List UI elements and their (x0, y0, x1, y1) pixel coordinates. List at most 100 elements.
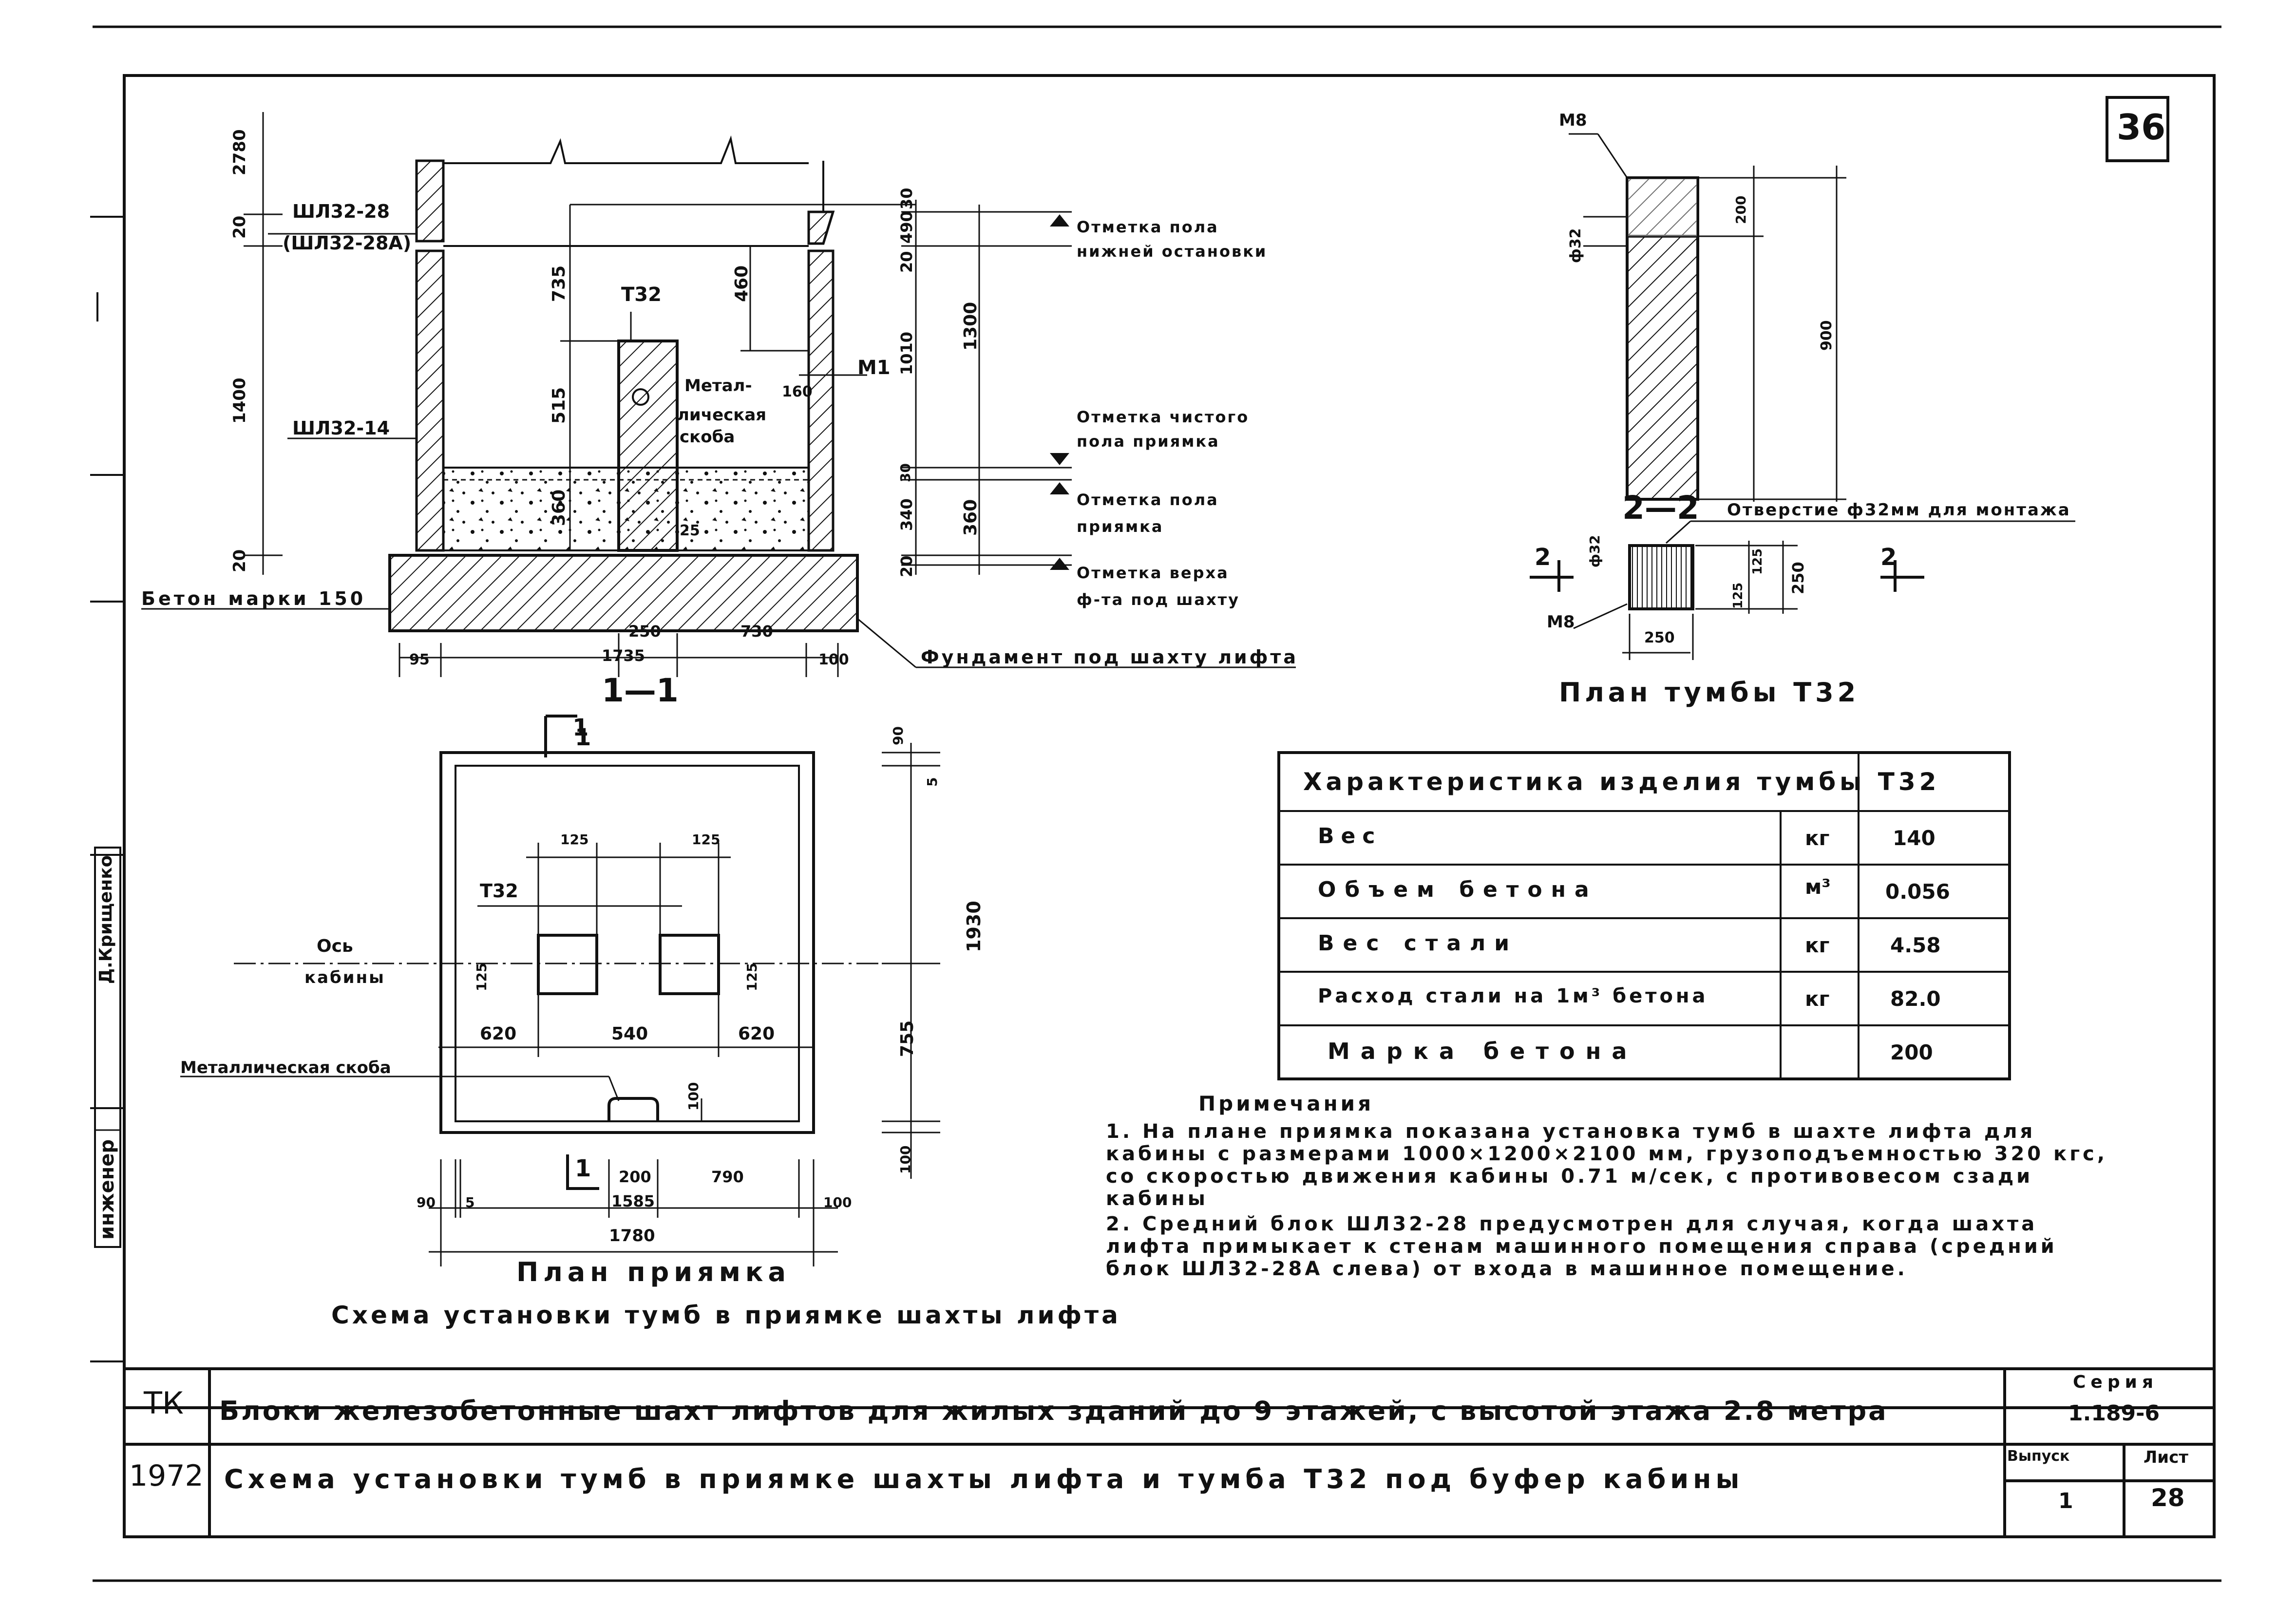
sheet-value: 28 (2151, 1484, 2185, 1512)
pit-dim-b-100: 100 (823, 1194, 852, 1210)
drawing-frame (123, 74, 2216, 1538)
dim-b-250: 250 (628, 622, 661, 641)
label-concrete-grade: Бетон марки 150 (141, 588, 366, 609)
dim-r-360: 360 (961, 499, 981, 536)
level-mark-2-line2: пола приямка (1077, 432, 1220, 451)
level-mark-4-line1: Отметка верха (1077, 564, 1229, 582)
dim-515: 515 (549, 387, 569, 424)
dim-360-inner: 360 (549, 489, 569, 526)
level-mark-2-line1: Отметка чистого (1077, 408, 1250, 426)
pit-plan-caption: Схема установки тумб в приямке шахты лиф… (331, 1301, 1121, 1329)
dim-b-730: 730 (740, 622, 773, 641)
pit-marker-bottom: 1 (575, 1155, 591, 1182)
section-1-1-title: 1—1 (602, 672, 679, 709)
label-pedestal-t32: Т32 (621, 283, 662, 306)
level-mark-1-line1: Отметка пола (1077, 218, 1219, 236)
pit-dim-125-b: 125 (692, 831, 721, 848)
label-block-upper-alt: (ШЛ32-28А) (283, 232, 412, 254)
pedestal-plan-title: План тумбы Т32 (1559, 677, 1860, 708)
label-m1: М1 (857, 357, 891, 379)
title-block-frame (124, 1367, 2214, 1537)
characteristics-table-frame (1277, 751, 2011, 1080)
title-year: 1972 (129, 1459, 204, 1493)
table-header: Характеристика изделия тумбы Т32 (1303, 768, 1940, 796)
series-label: Серия (2073, 1372, 2158, 1392)
dim-r-30b: 30 (897, 463, 913, 482)
pit-dim-b-5: 5 (465, 1194, 475, 1210)
hole-note: Отверстие ф32мм для монтажа (1727, 500, 2071, 520)
dim-b-100: 100 (818, 651, 849, 668)
section-marker-top: 1 (572, 714, 589, 741)
dim-r-1300: 1300 (961, 302, 981, 351)
pedestal-phi32: ф32 (1567, 228, 1584, 263)
dim-b-1735: 1735 (602, 646, 645, 665)
pit-dim-100-bracket: 100 (685, 1082, 702, 1111)
table-row-4-unit: кг (1805, 987, 1830, 1011)
level-mark-3-line1: Отметка пола (1077, 491, 1219, 509)
label-metal-bracket-3: скоба (680, 427, 735, 447)
note-2: 2. Средний блок ШЛ32-28 предусмотрен для… (1106, 1213, 2057, 1280)
dim-b-95: 95 (409, 651, 430, 668)
stamp-role: инженер (96, 1139, 118, 1240)
pit-dim-b-1780: 1780 (609, 1226, 655, 1246)
pit-plan (180, 743, 940, 1266)
pit-dim-r-755: 755 (897, 1020, 917, 1057)
dim-r-1010: 1010 (897, 331, 916, 375)
dim-20-bottom: 20 (230, 549, 249, 572)
label-foundation: Фундамент под шахту лифта (921, 646, 1299, 668)
title-org: ТК (144, 1385, 184, 1421)
notes-title: Примечания (1198, 1092, 1374, 1115)
pedestal-section (1530, 133, 2075, 660)
dim-20-top: 20 (230, 215, 249, 239)
table-row-4-name: Расход стали на 1м³ бетона (1318, 985, 1708, 1007)
issue-value: 1 (2058, 1489, 2073, 1513)
label-block-upper: ШЛ32-28 (292, 201, 390, 222)
pit-dim-r-1930: 1930 (963, 901, 985, 952)
pit-dim-r-100: 100 (897, 1145, 913, 1174)
pit-dim-125-a: 125 (560, 831, 589, 848)
table-row-4-value: 82.0 (1890, 987, 1941, 1011)
pit-dim-b-790: 790 (711, 1168, 744, 1186)
label-metal-bracket-1: Метал- (684, 376, 752, 396)
pit-dim-540: 540 (611, 1024, 648, 1044)
pit-dim-620-right: 620 (738, 1024, 775, 1044)
pedestal-dim-125-a: 125 (1731, 582, 1746, 609)
section-1-1 (141, 112, 1296, 677)
pit-dim-620-left: 620 (480, 1024, 517, 1044)
table-row-5-value: 200 (1890, 1040, 1933, 1064)
table-row-1-name: Вес (1318, 824, 1382, 849)
dim-460: 460 (732, 265, 752, 302)
pedestal-m8-top: М8 (1559, 111, 1587, 130)
table-row-2-unit: м³ (1805, 875, 1831, 899)
axis-label-1: Ось (317, 936, 353, 956)
pit-dim-b-1585: 1585 (611, 1192, 655, 1210)
pit-dim-b-90: 90 (417, 1194, 436, 1210)
issue-label: Выпуск (2007, 1448, 2070, 1465)
dim-1400: 1400 (230, 378, 249, 424)
pedestal-m8-bottom: М8 (1547, 612, 1575, 632)
pedestal-dim-200: 200 (1733, 195, 1749, 224)
series-value: 1.189-6 (2068, 1401, 2160, 1426)
pit-plan-title: План приямка (516, 1257, 791, 1287)
pit-metal-bracket-label: Металлическая скоба (180, 1058, 391, 1077)
pedestal-dim-900: 900 (1818, 320, 1835, 351)
dim-2780: 2780 (230, 129, 249, 175)
pit-dim-r-5: 5 (924, 777, 940, 787)
dim-r-20b: 20 (897, 555, 916, 577)
section-2-2-title: 2—2 (1622, 489, 1699, 527)
pit-dim-b-200: 200 (619, 1168, 651, 1186)
table-row-5-name: Марка бетона (1328, 1038, 1638, 1064)
note-1: 1. На плане приямка показана установка т… (1106, 1120, 2108, 1210)
label-block-lower: ШЛ32-14 (292, 417, 390, 439)
table-row-1-unit: кг (1805, 826, 1830, 850)
title-line-1: Блоки железобетонные шахт лифтов для жил… (219, 1396, 1888, 1426)
pit-marker-top: 1 (575, 724, 591, 751)
pit-dim-125-c: 125 (474, 963, 490, 991)
pedestal-marker-right: 2 (1880, 544, 1897, 571)
dim-r-30: 30 (897, 188, 916, 209)
level-mark-4-line2: ф-та под шахту (1077, 590, 1240, 609)
pedestal-dim-250-side: 250 (1789, 562, 1807, 594)
table-row-3-name: Вес стали (1318, 931, 1518, 956)
dim-25: 25 (680, 522, 700, 539)
